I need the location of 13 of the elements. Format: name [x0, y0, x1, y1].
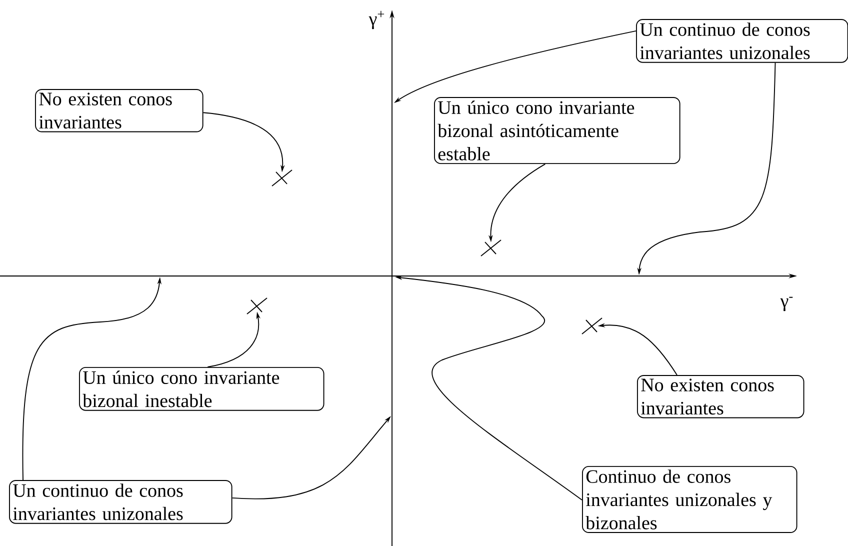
axis-label: γ$^{+}$: [368, 10, 384, 30]
axis-label: γ$^{-}$: [780, 296, 793, 312]
cross-mark: [480, 240, 502, 256]
callout-box: Un único cono invariante bizonal asintóticamente estable: [434, 97, 680, 164]
callout-box: Continuo de conos invariantes unizonales y bizonales: [582, 466, 798, 533]
callout-box: Un continuo de conos invariantes unizonales: [9, 480, 232, 524]
callout-box: Un único cono invariante bizonal inestable: [79, 366, 324, 411]
callout-box: No existen conos invariantes: [636, 375, 804, 418]
callout-box: No existen conos invariantes: [35, 89, 204, 132]
cross-mark: [272, 170, 292, 186]
callout-box: Un continuo de conos invariantes unizonales: [636, 19, 848, 63]
cross-mark: [246, 298, 268, 314]
cross-mark: [582, 318, 602, 334]
